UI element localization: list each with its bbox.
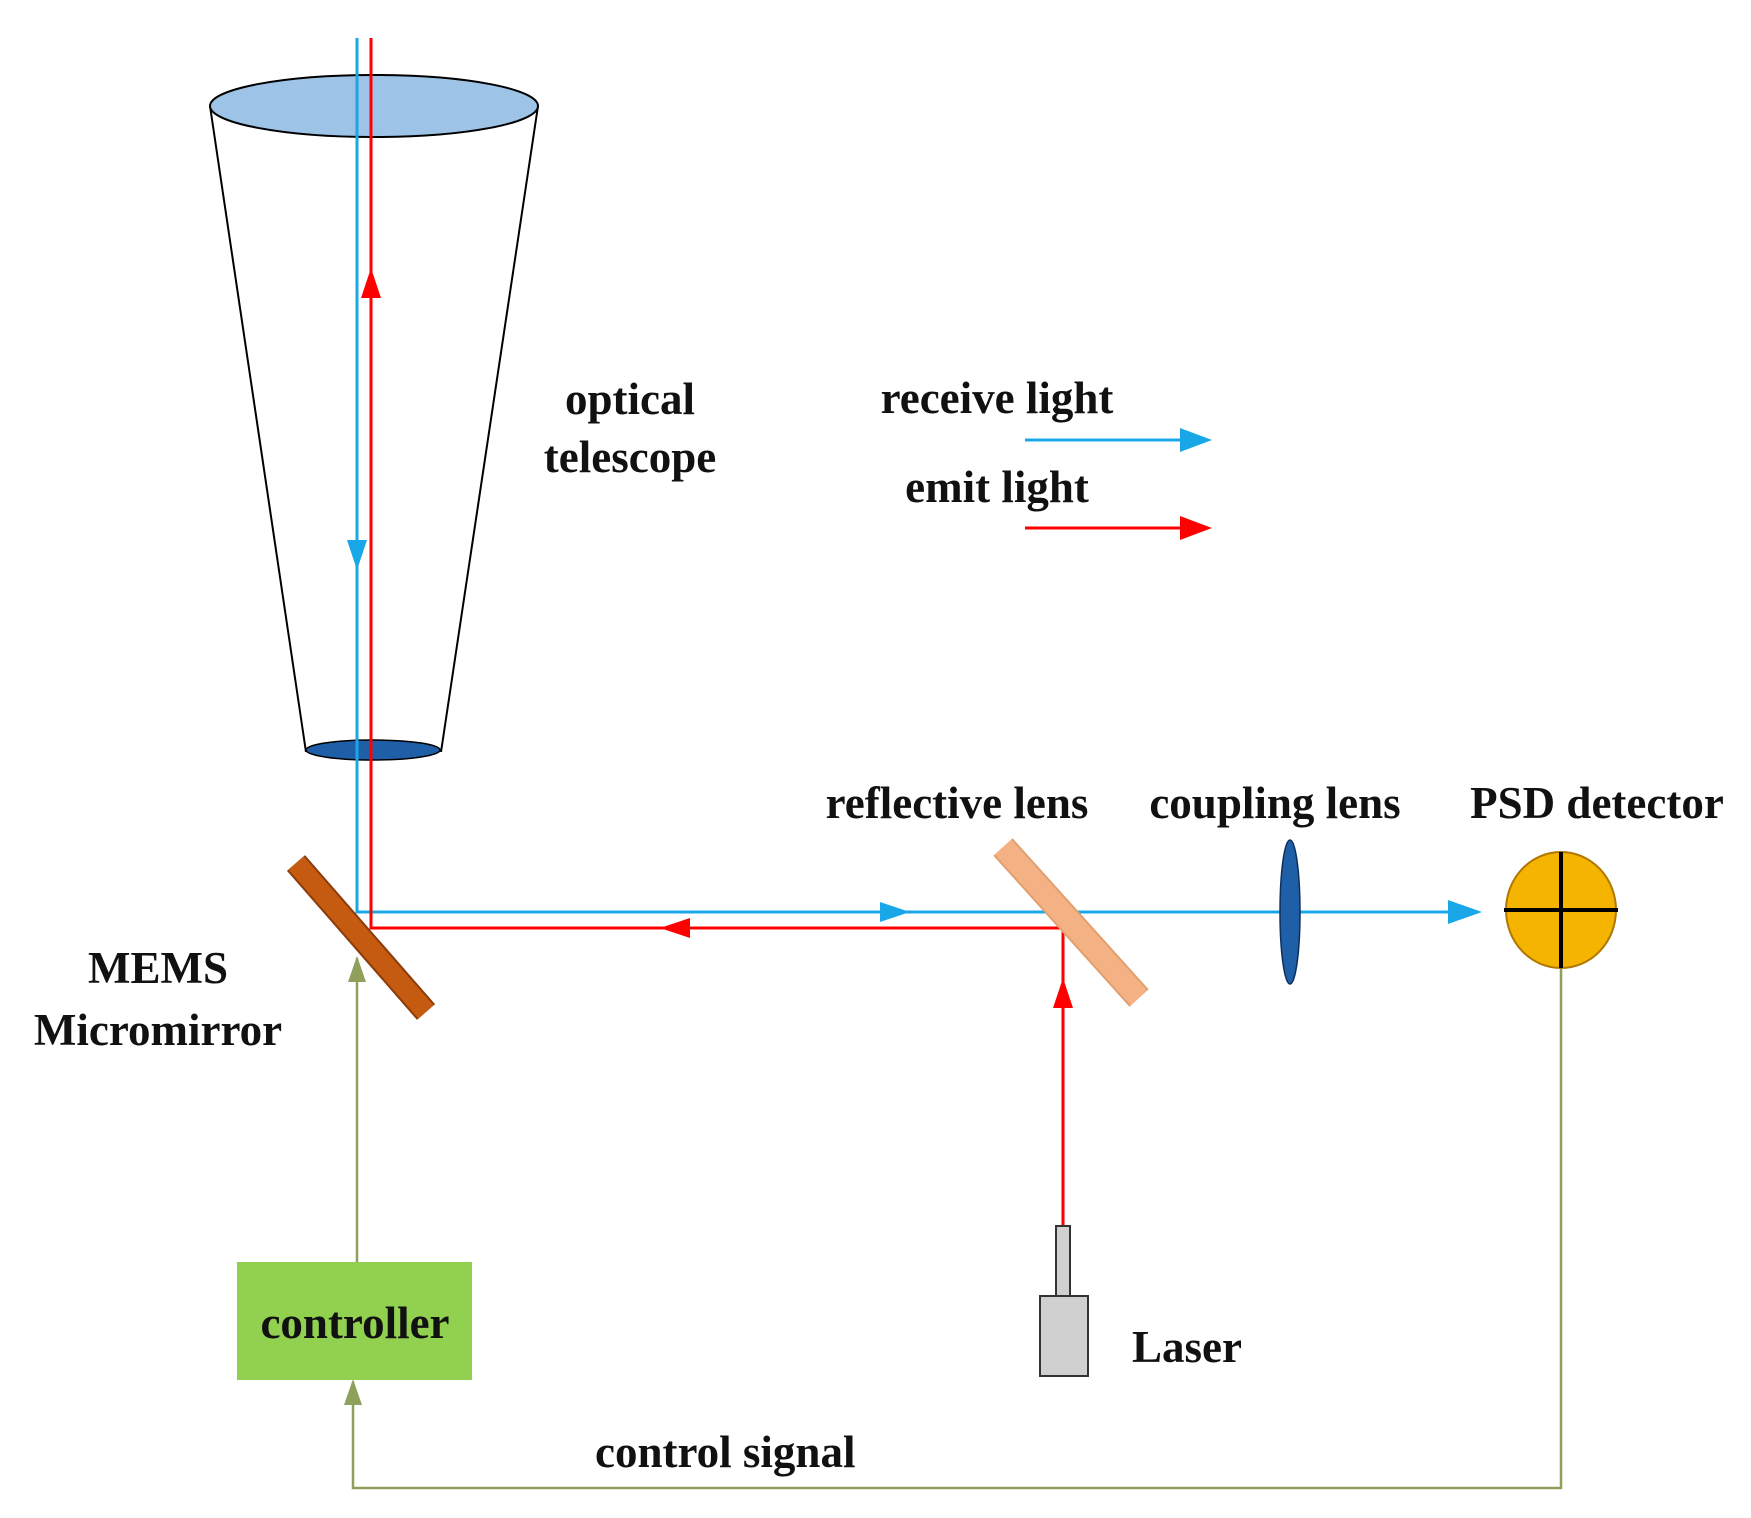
- legend: [1025, 428, 1212, 540]
- telescope-right-wall: [440, 105, 539, 753]
- legend-emit-arrowhead: [1180, 516, 1212, 540]
- emit-arrow-up: [361, 268, 381, 298]
- emit-arrow-up-laser: [1053, 978, 1073, 1008]
- control-arrow-to-controller: [344, 1379, 362, 1405]
- psd-detector: [1504, 851, 1618, 969]
- control-arrow-to-mirror: [348, 956, 366, 982]
- reflective-lens-face: [994, 839, 1148, 1006]
- legend-emit-label: emit light: [905, 462, 1089, 512]
- control-signal-path: [351, 958, 1563, 1490]
- receive-arrow-down: [347, 540, 367, 570]
- receive-arrow-right-mid: [880, 902, 910, 922]
- optical-telescope-label-line2: telescope: [544, 432, 716, 482]
- optical-telescope-label-line1: optical: [565, 374, 695, 424]
- mems-micromirror-face: [288, 856, 434, 1019]
- psd-detector-label: PSD detector: [1470, 778, 1724, 828]
- emit-light-path: [369, 38, 1065, 1226]
- receive-beam: [355, 38, 1478, 914]
- mems-label-line1: MEMS: [88, 943, 228, 993]
- reflective-lens-label: reflective lens: [826, 778, 1089, 828]
- emit-beam: [369, 38, 1065, 1226]
- control-signal-wire: [351, 968, 1563, 1490]
- receive-arrow-right-end: [1448, 900, 1482, 924]
- control-signal-label: control signal: [595, 1427, 855, 1477]
- legend-receive-arrowhead: [1180, 428, 1212, 452]
- controller-box: [237, 1262, 472, 1380]
- optical-telescope: [209, 74, 539, 761]
- receive-light-path: [355, 38, 1478, 914]
- legend-receive-label: receive light: [881, 373, 1114, 423]
- emit-arrow-left: [660, 918, 690, 938]
- laser-body: [1039, 1295, 1089, 1377]
- laser-device: [1039, 1225, 1089, 1377]
- controller-label: controller: [260, 1298, 449, 1348]
- coupling-lens-label: coupling lens: [1149, 778, 1400, 828]
- telescope-bottom-lens: [305, 739, 441, 761]
- telescope-top-lens: [209, 74, 539, 138]
- laser-nozzle: [1055, 1225, 1071, 1297]
- laser-label: Laser: [1132, 1322, 1242, 1372]
- coupling-lens: [1279, 839, 1301, 985]
- mems-label-line2: Micromirror: [34, 1005, 282, 1055]
- telescope-left-wall: [209, 105, 307, 753]
